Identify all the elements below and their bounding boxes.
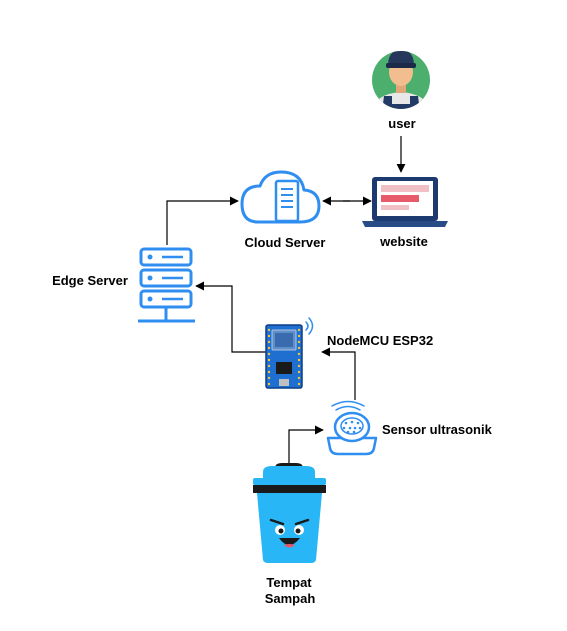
sensor-label: Sensor ultrasonik <box>382 422 493 437</box>
cloud-server-label: Cloud Server <box>245 235 326 250</box>
microcontroller-board-icon <box>265 324 303 389</box>
user-avatar-icon <box>372 51 430 109</box>
user-label: user <box>388 116 415 131</box>
server-rack-icon <box>138 247 195 323</box>
trash-bin-icon <box>253 463 326 563</box>
wireless-signal-icon <box>305 317 314 335</box>
arrow-sensor-to-nodemcu <box>321 347 356 400</box>
arrow-edge-to-cloud <box>166 196 239 245</box>
edge-server-label: Edge Server <box>52 273 128 288</box>
bin-label-line1: Tempat <box>266 575 312 590</box>
connectors <box>166 136 406 463</box>
laptop-icon[interactable] <box>362 177 448 227</box>
website-label: website <box>379 234 428 249</box>
ultrasonic-sensor-icon <box>326 400 378 456</box>
cloud-server-icon <box>240 170 321 224</box>
arrow-nodemcu-to-edge <box>195 281 266 353</box>
nodemcu-label: NodeMCU ESP32 <box>327 333 433 348</box>
bin-face <box>269 518 310 548</box>
bin-label-line2: Sampah <box>265 591 316 606</box>
arrow-bin-to-sensor <box>288 425 324 463</box>
